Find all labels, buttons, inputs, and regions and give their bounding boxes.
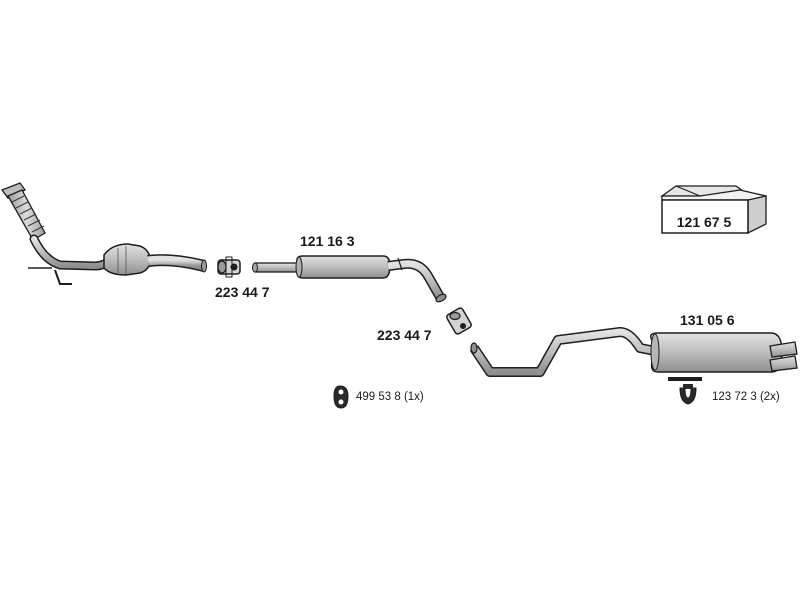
middle-silencer [252, 255, 447, 303]
front-clamp [217, 256, 241, 278]
rubber-mount-icon [333, 385, 349, 409]
rear-hanger-part-number: 123 72 3 (2x) [712, 391, 780, 403]
rear-silencer-part-number: 131 05 6 [680, 312, 735, 328]
middle-silencer-part-number: 121 16 3 [300, 233, 355, 249]
catalytic-front-pipe [0, 182, 207, 285]
middle-clamp [446, 307, 472, 335]
mounting-kit-part-number: 121 67 5 [676, 214, 732, 230]
front-clamp-part-number: 223 44 7 [215, 284, 270, 300]
rear-silencer [469, 327, 798, 381]
middle-clamp-part-number: 223 44 7 [377, 327, 432, 343]
rubber-mount-part-number: 499 53 8 (1x) [356, 391, 424, 403]
parts-box-icon [659, 185, 767, 235]
rear-hanger-icon [679, 384, 697, 405]
